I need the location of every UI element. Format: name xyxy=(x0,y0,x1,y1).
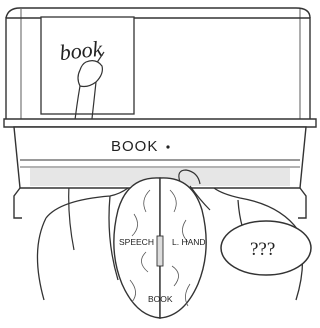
handwritten-word: book xyxy=(58,36,104,65)
brain-folds xyxy=(129,189,191,307)
brain xyxy=(113,177,207,319)
speech-label: SPEECH xyxy=(119,237,154,247)
speech-bubble-text: ??? xyxy=(250,239,275,260)
speech-bubble xyxy=(220,220,312,276)
book-label: BOOK xyxy=(148,294,173,304)
shelf-shading xyxy=(30,168,290,186)
left-arm xyxy=(178,169,211,211)
fixation-dot xyxy=(166,145,170,149)
left-hand-label: L. HAND xyxy=(172,237,206,247)
corpus-callosum xyxy=(156,235,164,267)
screen-word: BOOK xyxy=(111,138,158,155)
